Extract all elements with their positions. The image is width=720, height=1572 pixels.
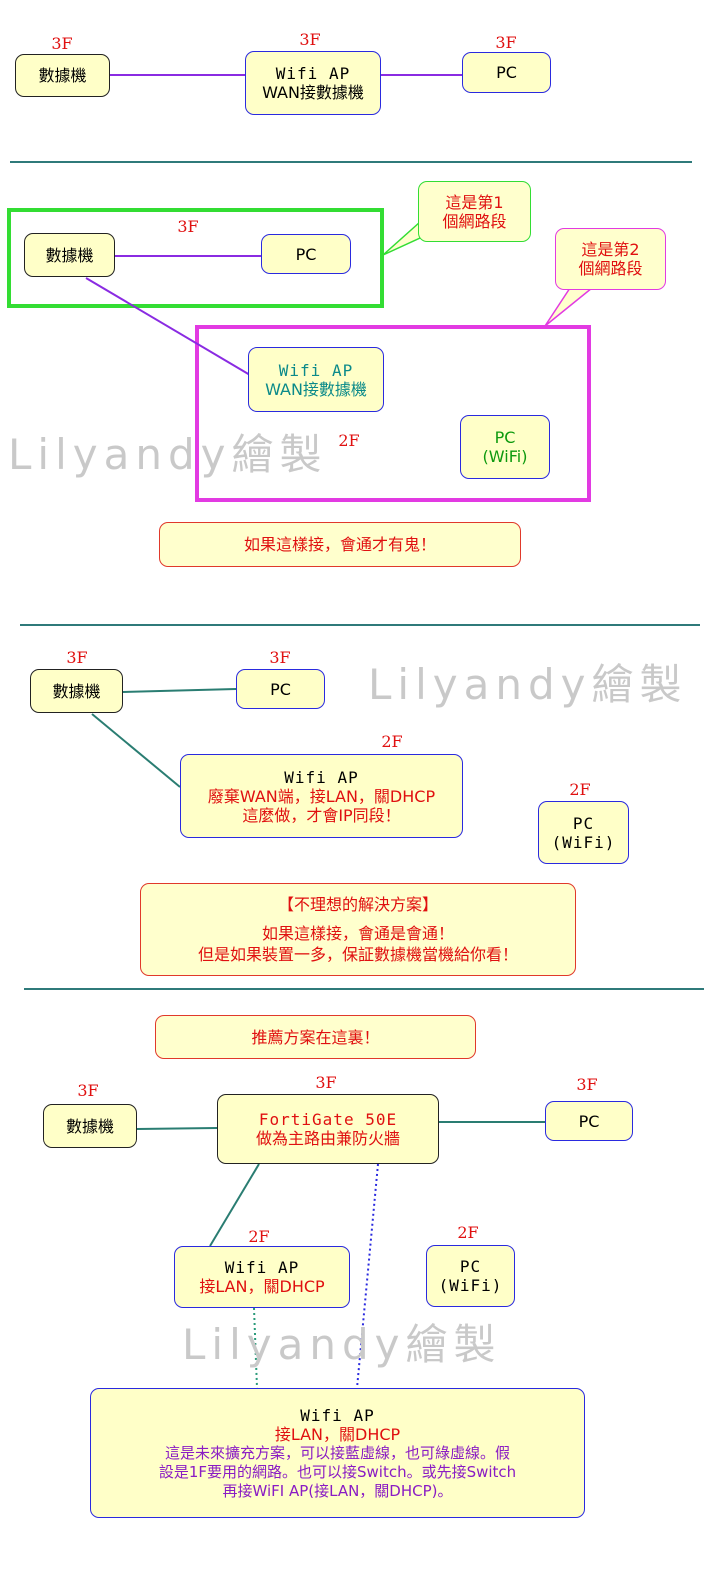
- s2-datacard-node: 數據機: [24, 233, 115, 277]
- s2-pc-node: PC: [261, 234, 351, 274]
- s4-ap2-line4: 設是1F要用的網路。也可以接Switch。或先接Switch: [158, 1462, 517, 1481]
- s3-pcwifi-line2: (WiFi): [551, 832, 616, 852]
- s3-ap-line2: 廢棄WAN端，接LAN，關DHCP: [207, 786, 436, 806]
- s4-floor-datacard: 3F: [77, 1081, 99, 1100]
- s1-floor-ap: 3F: [299, 30, 321, 49]
- s4-fortigate-node: FortiGate 50E 做為主路由兼防火牆: [217, 1094, 439, 1164]
- s4-ap2-line1: Wifi AP: [300, 1405, 375, 1425]
- s4-ap-line2: 接LAN，關DHCP: [199, 1277, 325, 1296]
- s2-bubble2-line2: 個網路段: [578, 259, 643, 278]
- s1-ap-node: Wifi AP WAN接數據機: [245, 51, 381, 115]
- s4-pcwifi-line1: PC: [459, 1257, 482, 1276]
- s3-pcwifi-node: PC (WiFi): [538, 801, 629, 864]
- s4-ap2-line5: 再接WiFI AP(接LAN，關DHCP)。: [222, 1481, 453, 1500]
- s3-note-line2: 但是如果裝置一多，保証數據機當機給你看！: [197, 945, 518, 964]
- watermark-3: Lilyandy繪製: [182, 1320, 502, 1369]
- s3-datacard-node: 數據機: [30, 669, 123, 713]
- s4-fg-line2: 做為主路由兼防火牆: [255, 1129, 400, 1148]
- s3-link-datacard-ap: [91, 713, 181, 788]
- bubble2-tail: [544, 287, 595, 327]
- s3-datacard-label: 數據機: [52, 681, 101, 701]
- s3-pcwifi-line1: PC: [572, 813, 595, 833]
- bubble1-tail: [382, 220, 421, 256]
- s1-floor-datacard: 3F: [51, 34, 73, 53]
- s2-note-text: 如果這樣接，會通才有鬼！: [243, 535, 436, 554]
- s3-note-line1: 如果這樣接，會通是會通！: [261, 924, 454, 943]
- s4-link-datacard-fg: [136, 1127, 218, 1130]
- s2-datacard-label: 數據機: [45, 245, 94, 265]
- s2-note: 如果這樣接，會通才有鬼！: [159, 522, 521, 567]
- s4-fg-line1: FortiGate 50E: [258, 1110, 398, 1129]
- s2-pcwifi-line1: PC: [494, 428, 516, 447]
- s4-floor-pcwifi: 2F: [457, 1223, 479, 1242]
- s4-ap2-line3: 這是未來擴充方案，可以接藍虛線，也可綠虛線。假: [164, 1443, 510, 1462]
- s4-ap-line1: Wifi AP: [224, 1258, 300, 1277]
- s1-datacard-label: 數據機: [38, 66, 87, 85]
- s4-floor-fg: 3F: [315, 1073, 337, 1092]
- s1-ap-line1: Wifi AP: [275, 64, 351, 83]
- s1-pc-label: PC: [496, 63, 517, 82]
- s4-link-ap-ap2-dotted: [253, 1307, 258, 1389]
- s4-pc-node: PC: [545, 1101, 633, 1141]
- s2-ap-line1: Wifi AP: [278, 360, 354, 380]
- s3-pc-node: PC: [236, 669, 325, 709]
- s3-ap-node: Wifi AP 廢棄WAN端，接LAN，關DHCP 這麼做，才會IP同段！: [180, 754, 463, 838]
- s2-bubble-segment2: 這是第2 個網路段: [555, 228, 666, 290]
- s4-floor-pc: 3F: [576, 1075, 598, 1094]
- s4-banner-text: 推薦方案在這裏！: [251, 1027, 380, 1047]
- s1-datacard-node: 數據機: [15, 54, 110, 97]
- s2-pcwifi-node: PC (WiFi): [460, 415, 550, 479]
- s3-ap-line1: Wifi AP: [284, 767, 359, 787]
- s2-bubble1-line1: 這是第1: [445, 192, 504, 212]
- s2-pcwifi-line2: (WiFi): [482, 447, 528, 466]
- s4-ap-node: Wifi AP 接LAN，關DHCP: [174, 1246, 350, 1308]
- watermark-2: Lilyandy繪製: [368, 660, 688, 709]
- s4-pc-label: PC: [578, 1111, 600, 1131]
- s2-bubble1-line2: 個網路段: [442, 211, 507, 231]
- s2-ap-node: Wifi AP WAN接數據機: [248, 347, 384, 412]
- s2-green-frame: [7, 208, 384, 308]
- s4-banner: 推薦方案在這裏！: [155, 1015, 476, 1059]
- s4-ap2-line2: 接LAN，關DHCP: [274, 1424, 401, 1444]
- s2-floor-3f: 3F: [177, 217, 199, 236]
- s3-floor-pcwifi: 2F: [569, 780, 591, 799]
- s4-datacard-node: 數據機: [43, 1104, 137, 1148]
- s2-bubble-segment1: 這是第1 個網路段: [418, 181, 531, 242]
- s2-floor-2f: 2F: [338, 431, 360, 450]
- s2-magenta-frame: [195, 325, 591, 502]
- s1-ap-line2: WAN接數據機: [262, 83, 364, 102]
- s4-datacard-label: 數據機: [65, 1116, 114, 1136]
- s3-link-datacard-pc: [122, 688, 237, 693]
- s4-link-fg-ap: [209, 1163, 260, 1247]
- s3-floor-datacard: 3F: [66, 648, 88, 667]
- watermark-1: Lilyandy繪製: [8, 430, 328, 479]
- s1-floor-pc: 3F: [495, 33, 517, 52]
- s3-ap-line3: 這麼做，才會IP同段！: [242, 805, 401, 825]
- s3-note-title: 【不理想的解決方案】: [277, 895, 438, 914]
- s2-link-datacard-ap: [85, 277, 251, 376]
- s4-floor-ap: 2F: [248, 1227, 270, 1246]
- s1-pc-node: PC: [462, 52, 551, 93]
- s2-bubble2-line1: 這是第2: [581, 240, 640, 259]
- s4-pcwifi-node: PC (WiFi): [426, 1245, 515, 1307]
- s2-ap-line2: WAN接數據機: [265, 379, 367, 399]
- s2-pc-label: PC: [295, 244, 317, 264]
- s4-ap2-node: Wifi AP 接LAN，關DHCP 這是未來擴充方案，可以接藍虛線，也可綠虛線…: [90, 1388, 585, 1518]
- s3-note: 【不理想的解決方案】 如果這樣接，會通是會通！ 但是如果裝置一多，保証數據機當機…: [140, 883, 576, 976]
- s3-floor-ap: 2F: [381, 732, 403, 751]
- s4-pcwifi-line2: (WiFi): [438, 1276, 503, 1295]
- s3-pc-label: PC: [270, 679, 291, 699]
- s3-floor-pc: 3F: [269, 648, 291, 667]
